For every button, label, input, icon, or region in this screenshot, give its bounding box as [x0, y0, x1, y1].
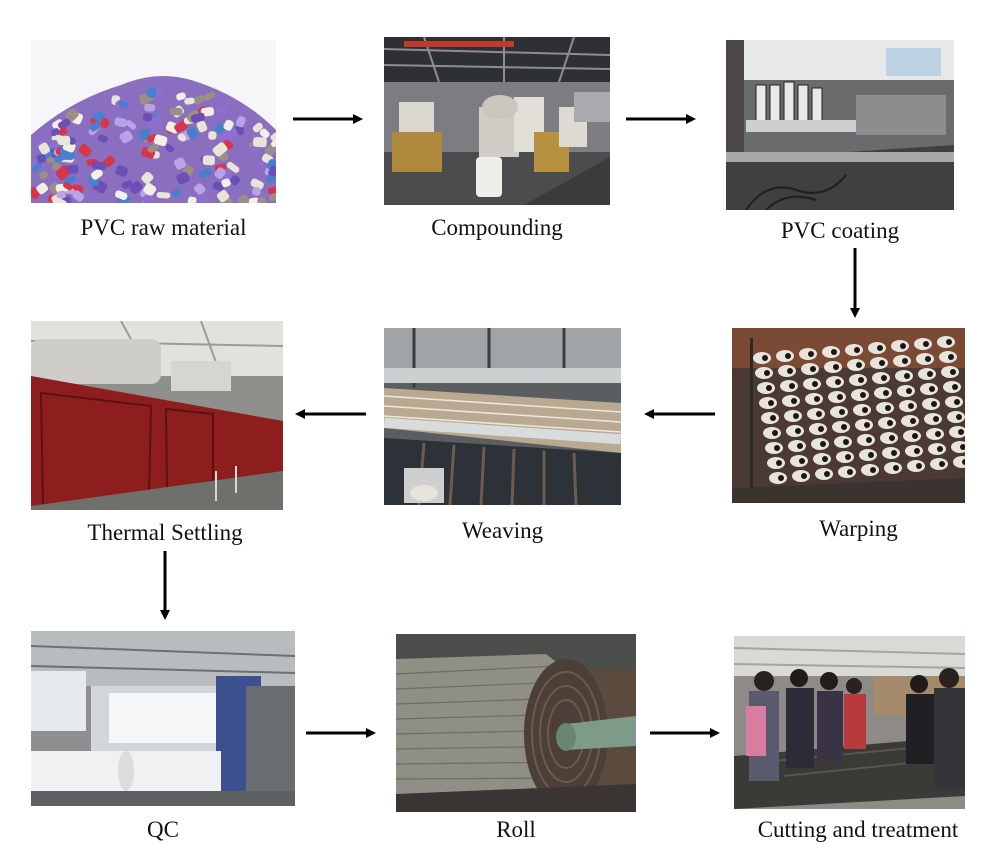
step-label-cutting-and-treatment: Cutting and treatment: [757, 817, 959, 842]
weaving-photo: [384, 328, 621, 505]
cutting-and-treatment-photo: [734, 636, 965, 809]
pvc-raw-material-photo: [31, 40, 276, 203]
step-label-roll: Roll: [496, 817, 536, 842]
step-label-thermal-settling: Thermal Settling: [87, 520, 243, 545]
step-label-pvc-coating: PVC coating: [780, 218, 900, 243]
warping-photo: [732, 328, 965, 503]
step-label-qc: QC: [147, 817, 179, 842]
step-label-pvc-raw-material: PVC raw material: [80, 215, 247, 240]
step-label-compounding: Compounding: [431, 215, 563, 240]
step-label-warping: Warping: [819, 516, 898, 541]
qc-photo: [31, 631, 295, 806]
pvc-coating-photo: [726, 40, 954, 210]
step-label-weaving: Weaving: [461, 518, 544, 543]
roll-photo: [396, 634, 636, 812]
thermal-settling-photo: [31, 321, 283, 510]
compounding-photo: [384, 37, 610, 205]
